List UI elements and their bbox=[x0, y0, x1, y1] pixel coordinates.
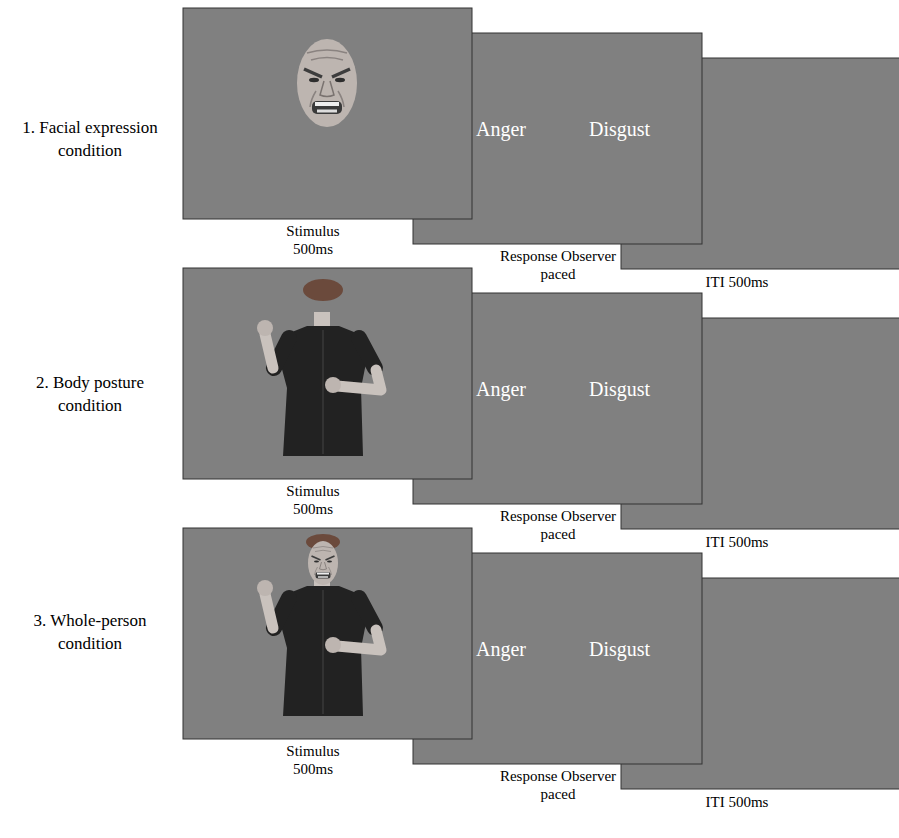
stimulus-panel bbox=[183, 268, 472, 479]
face bbox=[308, 541, 338, 585]
iti-panel: ITI 500ms bbox=[621, 58, 899, 269]
face-stimulus bbox=[297, 39, 357, 127]
iti-caption: ITI 500ms bbox=[697, 533, 777, 551]
response-option: Anger bbox=[476, 637, 526, 661]
stimulus-caption: Stimulus 500ms bbox=[273, 222, 353, 258]
body-figure bbox=[257, 312, 381, 456]
response-caption: Response Observer paced bbox=[498, 767, 618, 803]
whole-person-stimulus bbox=[257, 534, 381, 716]
stimulus-caption: Stimulus 500ms bbox=[273, 482, 353, 518]
stimulus-panel: Stimulus 500ms bbox=[183, 8, 472, 219]
stimulus-panel: Stimulus 500ms bbox=[183, 528, 472, 739]
iti-caption: ITI 500ms bbox=[697, 273, 777, 291]
condition-label: 1. Facial expression condition bbox=[6, 116, 174, 162]
response-option: Anger bbox=[476, 117, 526, 141]
iti-panel: ITI 500ms bbox=[621, 578, 899, 789]
response-option: Disgust bbox=[589, 117, 650, 141]
response-option: Disgust bbox=[589, 637, 650, 661]
body-figure bbox=[257, 572, 381, 716]
response-panel: AngerDisgustResponse Observer paced bbox=[413, 33, 702, 244]
response-option: Anger bbox=[476, 377, 526, 401]
iti-panel: ITI 500ms bbox=[621, 318, 899, 529]
response-panel: AngerDisgustResponse Observer paced bbox=[413, 293, 702, 504]
response-caption: Response Observer paced bbox=[498, 247, 618, 283]
response-option: Disgust bbox=[589, 377, 650, 401]
hair bbox=[303, 279, 343, 301]
condition-label: 2. Body posture condition bbox=[6, 371, 174, 417]
condition-label: 3. Whole-person condition bbox=[6, 609, 174, 655]
iti-caption: ITI 500ms bbox=[697, 793, 777, 811]
response-panel: AngerDisgustResponse Observer paced bbox=[413, 553, 702, 764]
stimulus-panel: Stimulus 500ms bbox=[183, 268, 472, 479]
body-stimulus bbox=[257, 279, 381, 456]
stimulus-panel bbox=[183, 8, 472, 219]
stimulus-caption: Stimulus 500ms bbox=[273, 742, 353, 778]
response-caption: Response Observer paced bbox=[498, 507, 618, 543]
stimulus-panel bbox=[183, 528, 472, 739]
